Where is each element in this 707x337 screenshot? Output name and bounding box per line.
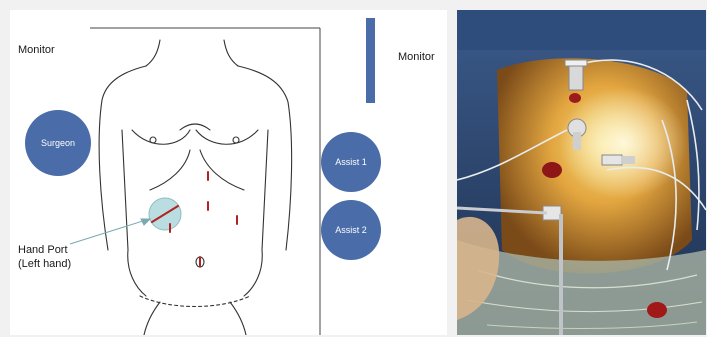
diagram-canvas	[10, 10, 447, 335]
intraoperative-photo	[457, 10, 706, 335]
surgeon-label: Surgeon	[25, 130, 91, 156]
assist2-label: Assist 2	[321, 218, 381, 242]
trocar-icon	[602, 155, 635, 165]
blood-spot	[542, 162, 562, 178]
hand-port-label-line2: (Left hand)	[18, 257, 71, 271]
port-placement-diagram: Monitor Monitor Surgeon Assist 1 Assist …	[10, 10, 447, 335]
assist1-label: Assist 1	[321, 150, 381, 174]
drape-top	[457, 10, 706, 50]
photo-canvas	[457, 10, 706, 335]
blood-spot	[569, 93, 581, 103]
blood-spot	[647, 302, 667, 318]
monitor-bar-icon	[366, 18, 375, 103]
hand-port-label: Hand Port (Left hand)	[18, 243, 71, 271]
torso-outline-icon	[99, 40, 292, 335]
pointer-arrow-icon	[70, 219, 150, 244]
light-glare	[527, 80, 687, 220]
monitor-label-left: Monitor	[18, 43, 55, 57]
monitor-label-right: Monitor	[398, 50, 435, 64]
hand-port-label-line1: Hand Port	[18, 243, 71, 257]
